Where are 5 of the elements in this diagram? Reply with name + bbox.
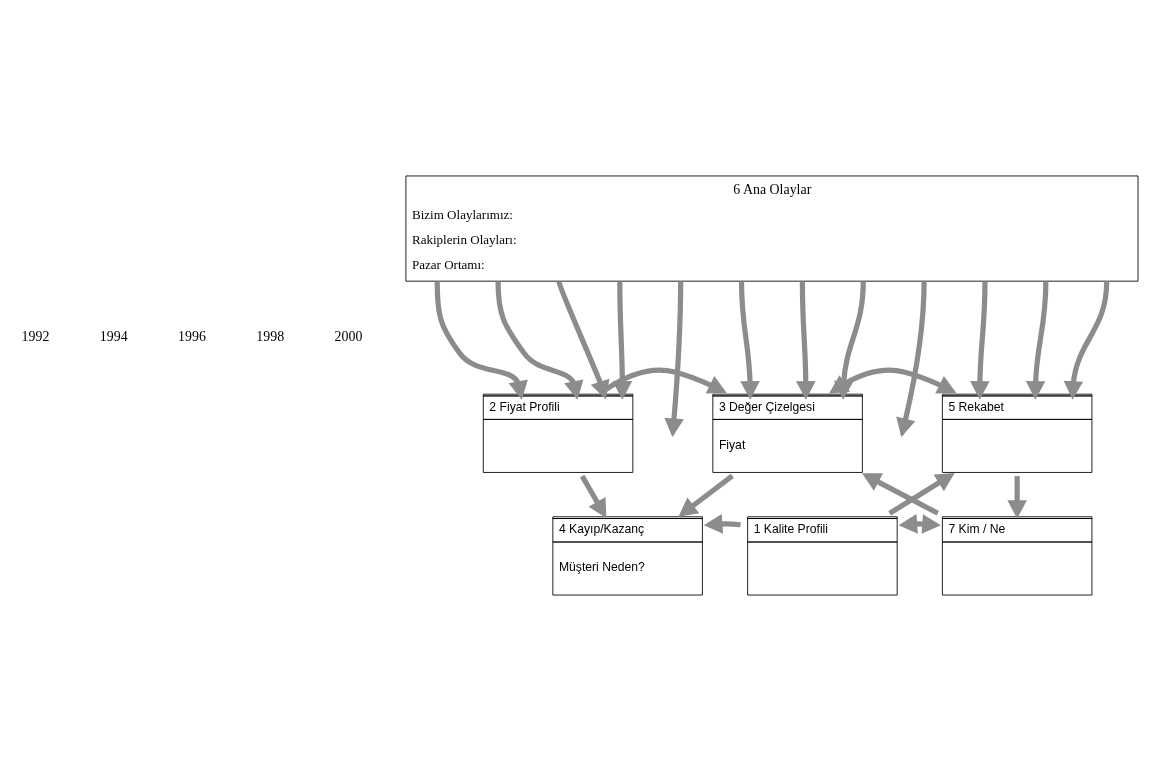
label: 1998 [256,328,285,344]
label: 1996 [178,328,206,344]
label: 2000 [334,328,363,344]
label: 1992 [21,328,50,344]
label: 1994 [99,328,128,344]
